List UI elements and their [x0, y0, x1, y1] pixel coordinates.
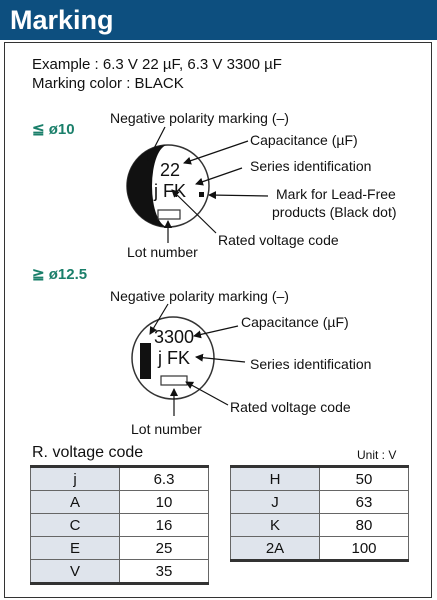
- small-rated-label: Rated voltage code: [218, 232, 339, 248]
- voltage-value-cell: 6.3: [119, 465, 209, 491]
- small-negative-label: Negative polarity marking (–): [110, 110, 289, 126]
- table-row: J 63: [230, 490, 409, 514]
- voltage-value-cell: 80: [319, 513, 409, 537]
- small-capacitance-label: Capacitance (µF): [250, 132, 358, 148]
- voltage-code-cell: C: [30, 513, 120, 537]
- voltage-value-cell: 10: [119, 490, 209, 514]
- negative-stripe: [140, 343, 151, 379]
- content-frame: [4, 42, 432, 598]
- voltage-value-cell: 63: [319, 490, 409, 514]
- large-size-label: ≧ ø12.5: [32, 266, 88, 283]
- table-row: H 50: [230, 465, 409, 491]
- voltage-table-right: H 50 J 63 K 80 2A 100: [230, 465, 409, 562]
- voltage-table-title: R. voltage code: [32, 444, 144, 461]
- large-lot-label: Lot number: [131, 421, 202, 437]
- example-text: Example : 6.3 V 22 µF, 6.3 V 3300 µF: [32, 56, 282, 73]
- voltage-unit-label: Unit : V: [357, 448, 397, 462]
- small-lot-box: [157, 209, 181, 220]
- voltage-value-cell: 100: [319, 536, 409, 562]
- table-row: j 6.3: [30, 465, 209, 491]
- voltage-code-cell: j: [30, 465, 120, 491]
- voltage-value-cell: 16: [119, 513, 209, 537]
- voltage-value-cell: 35: [119, 559, 209, 585]
- large-rated-label: Rated voltage code: [230, 399, 351, 415]
- large-series-label: Series identification: [250, 356, 372, 372]
- small-leadfree-label-1: Mark for Lead-Free: [276, 186, 396, 202]
- voltage-code-cell: 2A: [230, 536, 320, 562]
- table-row: V 35: [30, 559, 209, 585]
- leadfree-dot: [199, 192, 204, 197]
- voltage-value-cell: 50: [319, 465, 409, 491]
- table-row: E 25: [30, 536, 209, 560]
- voltage-table-left: j 6.3 A 10 C 16 E 25 V 35: [30, 465, 209, 585]
- large-lot-box: [160, 375, 188, 386]
- marking-color-text: Marking color : BLACK: [32, 75, 184, 92]
- table-row: C 16: [30, 513, 209, 537]
- voltage-code-cell: K: [230, 513, 320, 537]
- voltage-code-cell: H: [230, 465, 320, 491]
- large-capacitance-label: Capacitance (µF): [241, 314, 349, 330]
- table-row: 2A 100: [230, 536, 409, 562]
- small-lot-label: Lot number: [127, 244, 198, 260]
- large-cap-value: 3300: [154, 327, 195, 347]
- large-negative-label: Negative polarity marking (–): [110, 288, 289, 304]
- table-row: A 10: [30, 490, 209, 514]
- small-series-label: Series identification: [250, 158, 372, 174]
- voltage-code-cell: E: [30, 536, 120, 560]
- small-cap-value: 22: [160, 160, 181, 180]
- voltage-code-cell: V: [30, 559, 120, 585]
- large-series-value: j FK: [158, 348, 191, 368]
- table-row: K 80: [230, 513, 409, 537]
- voltage-value-cell: 25: [119, 536, 209, 560]
- header-bar: Marking: [0, 0, 437, 40]
- small-leadfree-label-2: products (Black dot): [272, 204, 397, 220]
- voltage-code-cell: J: [230, 490, 320, 514]
- page-title: Marking: [10, 5, 114, 35]
- small-size-label: ≦ ø10: [32, 121, 75, 138]
- voltage-code-cell: A: [30, 490, 120, 514]
- small-series-value: j FK: [154, 181, 187, 201]
